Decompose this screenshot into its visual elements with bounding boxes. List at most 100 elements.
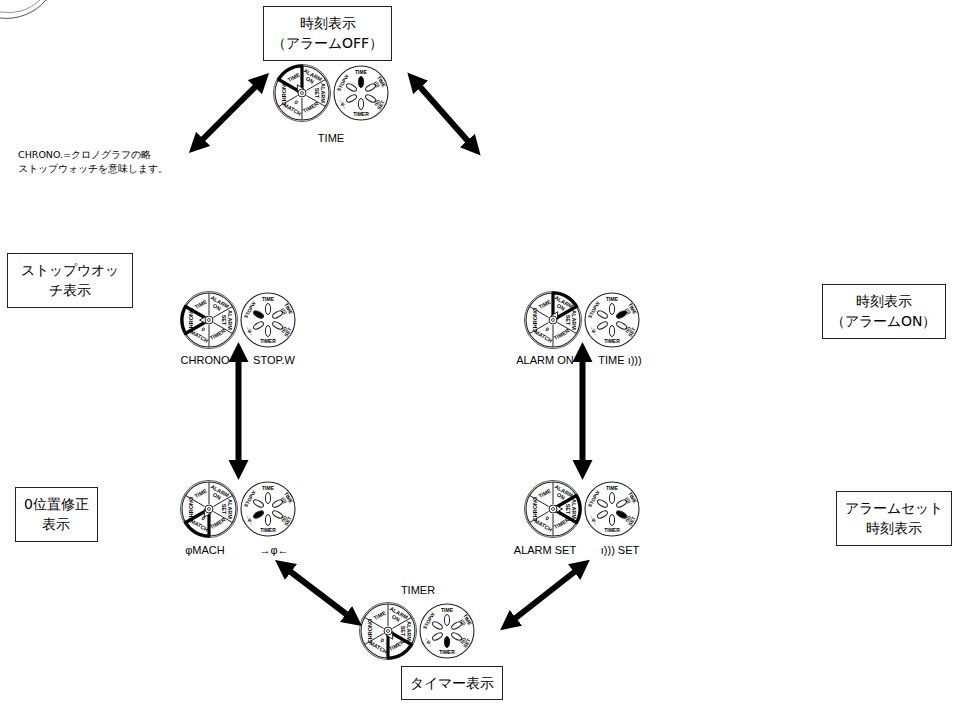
note-text: ストップウォッチを意味します。 [18, 164, 168, 174]
selector-hub [552, 319, 555, 322]
dial-rim [525, 481, 582, 538]
display-indicator-dial [585, 293, 639, 347]
mode-name: ストップウオッチ表示 [16, 260, 124, 301]
dial-face [585, 293, 639, 347]
indicator-slot [265, 493, 270, 504]
dial-face [420, 604, 474, 658]
dial-caption: ALARM ON [516, 355, 573, 366]
mode-selector-dial [525, 481, 582, 538]
selector-hub [387, 630, 390, 633]
partial-dial-edge [0, 0, 46, 18]
selector-hub [298, 89, 306, 97]
dial-position-label: TIME [262, 297, 274, 302]
mode-label-box: タイマー表示 [401, 666, 503, 700]
selector-hub [208, 319, 211, 322]
partial-dial-edge [0, 0, 40, 13]
dial-position-label: TIME [441, 608, 453, 613]
mode-name: 時刻表示 （アラームON） [831, 291, 937, 332]
indicator-slot [444, 615, 449, 626]
display-indicator-dial [334, 66, 388, 120]
indicator-slot [596, 498, 608, 508]
dial-face [526, 293, 580, 347]
selected-sector-arc [182, 307, 186, 334]
indicator-slot [596, 509, 608, 519]
dial-sector-label: CHRONO [282, 81, 288, 105]
indicator-slot [265, 304, 270, 315]
dial-face [241, 293, 295, 347]
dial-face [275, 66, 329, 120]
dial-face [334, 66, 388, 120]
indicator-slot [252, 498, 264, 508]
indicator-slot-active [444, 637, 449, 648]
indicator-slot [265, 326, 270, 337]
dial-caption: φMACH [185, 545, 225, 556]
mode-selector-dial [181, 292, 238, 349]
dial-face [361, 604, 415, 658]
indicator-slot [609, 515, 614, 526]
dial-face [182, 482, 236, 536]
dial-rim [181, 292, 238, 349]
dial-sector-label: ALARM SET [565, 310, 576, 330]
mode-transition-arrow [414, 80, 474, 148]
mode-name: 0位置修正 表示 [24, 494, 89, 535]
dial-rim [181, 481, 238, 538]
dial-sector-label: ALARM SET [221, 499, 232, 519]
mode-selector-dial [274, 65, 331, 122]
mode-transition-arrow [580, 352, 586, 470]
mode-transition-arrow [236, 352, 242, 470]
dial-position-label: TIMER [260, 339, 276, 344]
dial-sector-label: ALARM SET [400, 621, 411, 641]
dial-position-label: TIME [262, 486, 274, 491]
indicator-slot-active [252, 309, 264, 319]
dial-position-label: TIME [606, 486, 618, 491]
dial-sector-label: ALARM SET [314, 83, 325, 103]
indicator-slot [609, 493, 614, 504]
dial-position-label: TIME [606, 297, 618, 302]
mode-label-box: 0位置修正 表示 [15, 487, 98, 542]
dial-face [526, 482, 580, 536]
mode-label-box: ストップウオッチ表示 [7, 253, 133, 308]
mode-selector-dial [525, 292, 582, 349]
mode-selector-dial [360, 603, 417, 660]
dial-caption: TIME [318, 133, 344, 144]
note-text: CHRONO.=クロノグラフの略 [18, 150, 151, 160]
indicator-slot [265, 515, 270, 526]
display-indicator-dial [241, 482, 295, 536]
indicator-slot-active [358, 77, 363, 88]
dial-position-label: TIME [355, 70, 367, 75]
mode-name: アラームセット 時刻表示 [845, 498, 943, 539]
selector-hub [549, 505, 557, 513]
dial-face [585, 482, 639, 536]
dial-position-label: TIMER [604, 528, 620, 533]
mode-selector-dial [181, 481, 238, 538]
indicator-slot [596, 309, 608, 319]
selected-sector-arc [576, 496, 580, 523]
display-indicator-dial [585, 482, 639, 536]
dial-caption: ı))) SET [601, 545, 640, 556]
indicator-slot [345, 93, 357, 103]
dial-face [241, 482, 295, 536]
dial-position-label: TIMER [604, 339, 620, 344]
selector-hub [205, 316, 213, 324]
dial-caption: CHRONO [181, 355, 230, 366]
dial-sector-label: CHRONO [368, 619, 374, 643]
dial-rim [274, 65, 331, 122]
mode-label-box: アラームセット 時刻表示 [836, 491, 952, 546]
mode-name: 時刻表示 （アラームOFF） [272, 13, 383, 54]
indicator-slot [345, 82, 357, 92]
dial-sector-label: CHRONO [189, 308, 195, 332]
mode-label-box: 時刻表示 （アラームOFF） [263, 6, 392, 61]
display-indicator-dial [420, 604, 474, 658]
dial-rim [360, 603, 417, 660]
selector-hub [384, 627, 392, 635]
selector-hub [205, 505, 213, 513]
indicator-slot [609, 304, 614, 315]
indicator-slot [609, 326, 614, 337]
dial-position-label: TIMER [439, 650, 455, 655]
dial-caption: ALARM SET [514, 545, 576, 556]
selector-hub [552, 508, 555, 511]
selector-hub [301, 92, 304, 95]
